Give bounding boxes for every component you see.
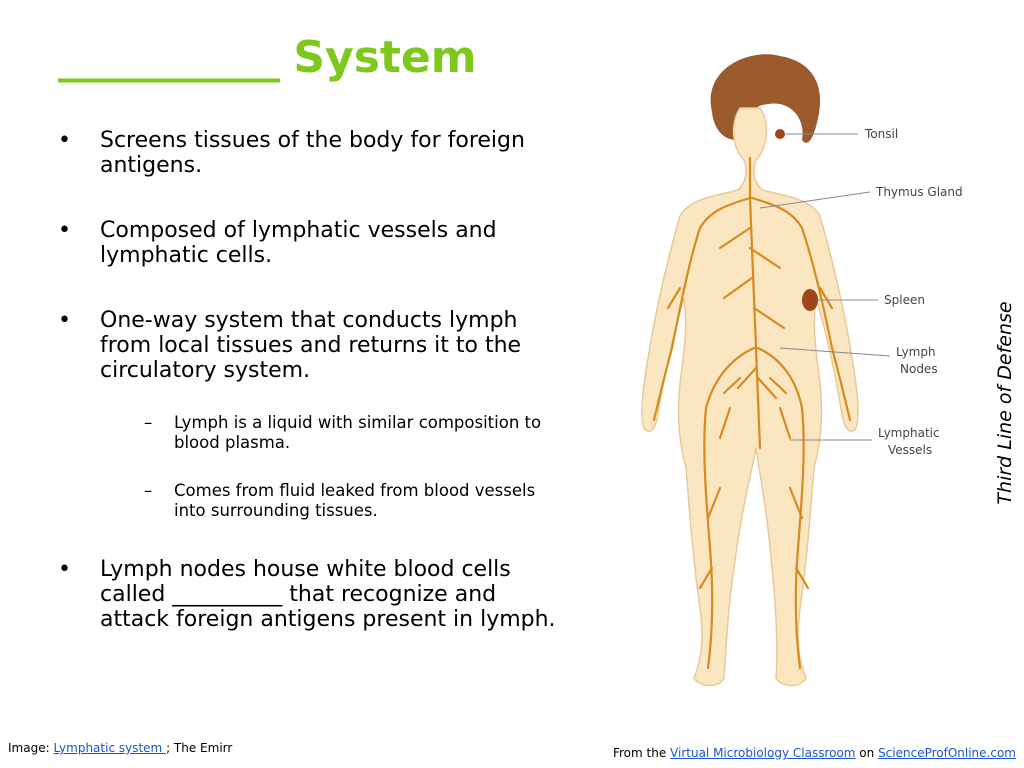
- source-credit-on: on: [855, 746, 879, 760]
- lymphatic-system-diagram: Tonsil Thymus Gland Spleen Lymph Nodes L…: [641, 54, 963, 687]
- image-credit-prefix: Image:: [8, 741, 54, 755]
- sub-bullet-item: – Comes from fluid leaked from blood ves…: [144, 481, 568, 521]
- sub-bullet-item: – Lymph is a liquid with similar composi…: [144, 413, 568, 453]
- site-link[interactable]: ScienceProfOnline.com: [878, 746, 1016, 760]
- sub-bullet-marker: –: [144, 481, 153, 500]
- tonsil-organ: [775, 129, 785, 139]
- lymphatic-vessels: [652, 156, 852, 670]
- body-silhouette: [641, 107, 859, 687]
- slide-title: ___________ System: [58, 30, 477, 86]
- spleen-organ: [802, 289, 818, 311]
- bullet-item: • Composed of lymphatic vessels and lymp…: [58, 218, 568, 268]
- bullet-text: Lymph nodes house white blood cells call…: [100, 557, 556, 632]
- sub-bullet-text: Comes from fluid leaked from blood vesse…: [174, 481, 536, 520]
- source-credit: From the Virtual Microbiology Classroom …: [613, 746, 1016, 760]
- bullet-marker: •: [58, 218, 71, 243]
- leader-lines: [759, 133, 891, 441]
- bullet-marker: •: [58, 128, 71, 153]
- bullet-item: • Screens tissues of the body for foreig…: [58, 128, 568, 178]
- bullet-marker: •: [58, 308, 71, 333]
- bullet-marker: •: [58, 557, 71, 582]
- lymph-nodes-label-line1: Lymph: [896, 345, 936, 359]
- bullet-item: • Lymph nodes house white blood cells ca…: [58, 557, 568, 632]
- lymph-nodes-label-line2: Nodes: [900, 362, 938, 376]
- vessels-label-line2: Vessels: [888, 443, 932, 457]
- bullet-text: Screens tissues of the body for foreign …: [100, 128, 525, 178]
- side-label: Third Line of Defense: [990, 285, 1020, 520]
- image-source-link[interactable]: Lymphatic system: [53, 741, 167, 755]
- image-credit: Image: Lymphatic system ; The Emirr: [8, 741, 232, 755]
- bullet-text: Composed of lymphatic vessels and lympha…: [100, 218, 497, 268]
- thymus-label: Thymus Gland: [875, 185, 963, 199]
- image-credit-suffix: ; The Emirr: [166, 741, 233, 755]
- bullet-list: • Screens tissues of the body for foreig…: [58, 128, 568, 672]
- virtual-classroom-link[interactable]: Virtual Microbiology Classroom: [670, 746, 856, 760]
- spleen-label: Spleen: [884, 293, 925, 307]
- bullet-text: One-way system that conducts lymph from …: [100, 308, 522, 383]
- source-credit-prefix: From the: [612, 746, 671, 760]
- title-word: System: [293, 32, 477, 83]
- sub-bullet-text: Lymph is a liquid with similar compositi…: [174, 413, 542, 452]
- vessels-label-line1: Lymphatic: [878, 426, 940, 440]
- sub-bullet-marker: –: [144, 413, 153, 432]
- tonsil-label: Tonsil: [864, 127, 898, 141]
- title-blank: ___________: [58, 32, 280, 83]
- bullet-item: • One-way system that conducts lymph fro…: [58, 308, 568, 383]
- side-label-text: Third Line of Defense: [994, 300, 1016, 505]
